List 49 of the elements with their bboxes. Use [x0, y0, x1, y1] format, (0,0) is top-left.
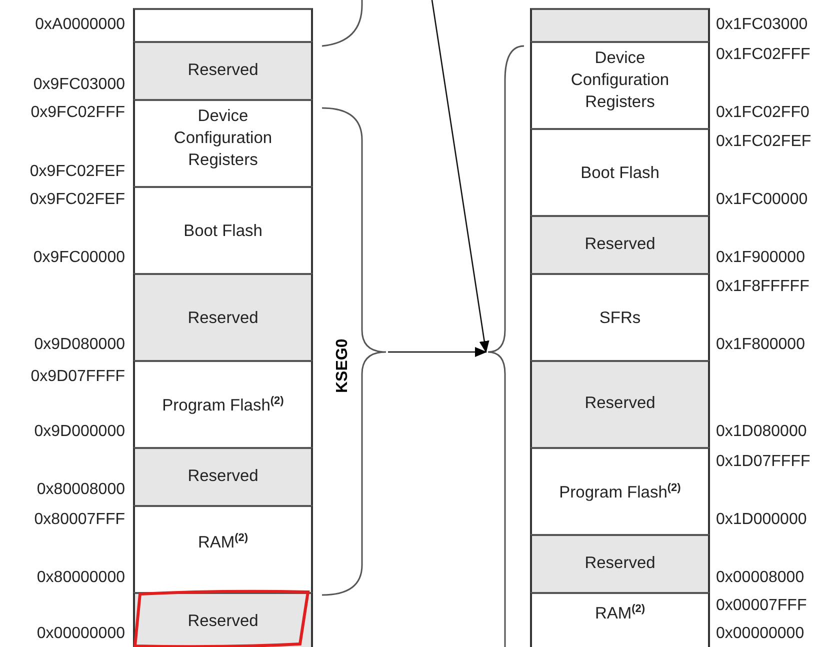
memory-region: Reserved: [530, 215, 710, 274]
brace: [486, 44, 526, 647]
memory-region: RAM$^{(2)}$: [133, 505, 313, 593]
memory-region: Device Configuration Registers: [530, 41, 710, 129]
address-label: 0x1D080000: [716, 422, 807, 442]
memory-region: Program Flash$^{(2)}$: [530, 447, 710, 535]
memory-region: Reserved: [530, 360, 710, 448]
address-label: 0x80008000: [36, 480, 125, 500]
memory-region: Reserved: [133, 592, 313, 647]
address-label: 0x9FC02FEF: [30, 190, 125, 210]
address-label: 0x9D000000: [34, 422, 125, 442]
address-label: 0x1F900000: [716, 248, 805, 268]
address-label: 0x9FC00000: [33, 248, 125, 268]
address-label: 0x1FC03000: [716, 15, 808, 35]
memory-region: Reserved: [133, 41, 313, 100]
address-label: 0x00000000: [36, 624, 125, 644]
address-label: 0x00000000: [716, 624, 804, 644]
address-label: 0x1FC02FF0: [716, 103, 810, 123]
address-label: 0x9FC02FFF: [30, 103, 125, 123]
address-label: 0x9D080000: [34, 335, 125, 355]
memory-region: Reserved: [133, 447, 313, 506]
address-label: 0x1F800000: [716, 335, 805, 355]
address-label: 0x00007FFF: [716, 596, 807, 616]
address-label: 0x9FC02FEF: [30, 162, 125, 182]
memory-region: [133, 8, 313, 42]
address-label: 0x9FC03000: [33, 75, 125, 95]
brace: [322, 106, 388, 598]
memory-region: Device Configuration Registers: [133, 99, 313, 187]
address-label: 0x1D000000: [716, 510, 807, 530]
address-label: 0x1FC02FFF: [716, 45, 810, 65]
address-label: 0x1F8FFFFF: [716, 277, 810, 297]
memory-region: Program Flash$^{(2)}$: [133, 360, 313, 448]
memory-region: Boot Flash: [133, 186, 313, 274]
memory-region: [530, 8, 710, 42]
address-label: 0xA0000000: [35, 15, 125, 35]
address-label: 0x80000000: [36, 568, 125, 588]
memory-region: RAM$^{(2)}$: [530, 592, 710, 647]
address-label: 0x00008000: [716, 568, 804, 588]
address-label: 0x9D07FFFF: [30, 367, 125, 387]
arrow: [388, 347, 487, 357]
address-label: 0x1FC02FEF: [716, 132, 812, 152]
memory-region: SFRs: [530, 273, 710, 361]
memory-region: Reserved: [133, 273, 313, 361]
arrow: [431, 0, 490, 353]
address-label: 0x80007FFF: [34, 510, 125, 530]
address-label: 0x1D07FFFF: [716, 452, 810, 472]
address-label: 0x1FC00000: [716, 190, 808, 210]
memory-region: Reserved: [530, 534, 710, 593]
memory-region: Boot Flash: [530, 128, 710, 216]
